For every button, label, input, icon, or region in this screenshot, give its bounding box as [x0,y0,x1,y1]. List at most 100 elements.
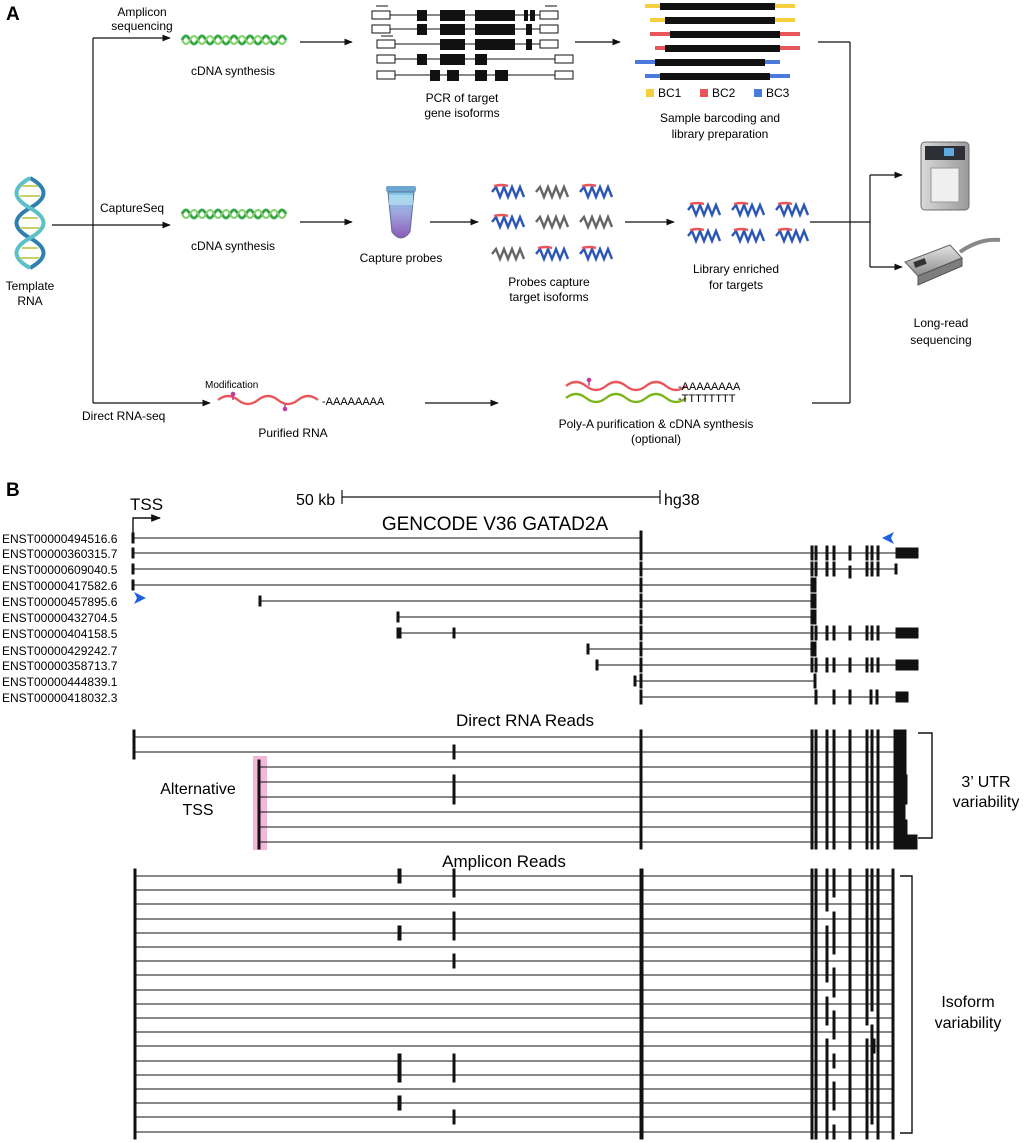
read-exon [876,868,880,884]
amplicon-read-track [133,1109,895,1125]
pcr-label-1: PCR of target [426,91,499,105]
read-exon [891,953,895,969]
barcode-legend: BC1 BC2 BC3 [646,86,790,100]
read-exon [133,939,137,955]
read-exon [825,1010,829,1026]
read-exon [452,1109,456,1125]
transcript-model [639,689,909,705]
amplicon-read-track [133,996,895,1012]
utr-variability-label-1: 3’ UTR [961,774,1010,791]
amplicon-read-track [133,939,895,955]
direct-rna-reads-title: Direct RNA Reads [456,711,594,730]
direct-rna-branch-label: Direct RNA-seq [82,409,165,423]
read-exon [133,896,137,912]
read-exon [639,1109,644,1125]
enriched-label-2: for targets [709,278,763,292]
purified-rna-label: Purified RNA [258,426,327,440]
amplicon-read-track [133,967,895,983]
transcript-model [396,609,817,625]
read-exon [870,953,874,969]
read-exon [810,911,814,927]
read-exon [133,911,137,927]
read-exon [865,967,869,983]
barcoded-library-icon [635,3,800,80]
read-exon [848,967,852,983]
read-track [257,834,918,850]
amplicon-read-track [133,982,895,998]
transcript-model [131,530,643,546]
read-exon [848,982,852,998]
read-exon [810,925,814,941]
read-exon [825,1095,829,1111]
read-exon [870,896,874,912]
read-exon [891,967,895,983]
read-exon [639,982,644,998]
read-exon [832,1010,836,1026]
read-exon [452,911,456,927]
read-exon [810,1067,814,1083]
read-track [257,804,906,820]
read-exon [814,868,818,884]
probes-capture-grid-icon [491,183,614,263]
read-exon [397,1095,402,1111]
read-exon [814,1081,818,1097]
read-exon [814,1053,818,1069]
cdna-synthesis-top-label: cDNA synthesis [191,64,275,78]
read-exon [876,1024,880,1040]
read-exon [825,953,829,969]
amplicon-read-track [133,1124,895,1140]
longread-label-1: Long-read [914,316,969,330]
read-exon [848,1053,852,1069]
read-exon [810,1095,814,1111]
read-exon [832,868,836,884]
transcript-label: ENST00000417582.6 [2,579,118,593]
read-exon [397,925,402,941]
transcript-model [586,641,817,657]
read-exon [876,982,880,998]
read-exon [870,1109,874,1125]
read-exon [133,1053,137,1069]
read-track [257,774,908,790]
read-exon [832,1024,836,1040]
bc3-label: BC3 [766,86,790,100]
transcript-model [131,545,919,561]
read-exon [832,1081,836,1097]
read-exon [814,896,818,912]
capture-probes-label: Capture probes [360,251,443,265]
read-exon [814,1024,818,1040]
transcript-model [258,593,817,609]
read-exon [832,911,836,927]
read-exon [891,1124,895,1140]
read-exon [832,1124,836,1140]
read-exon [848,1010,852,1026]
probes-capture-label-2: target isoforms [509,290,588,304]
read-exon [814,1124,818,1140]
read-exon [814,1038,818,1054]
read-exon [832,1095,836,1111]
read-exon [876,1053,880,1069]
read-exon [133,868,137,884]
template-rna-helix-icon [14,176,46,270]
read-exon [133,967,137,983]
transcript-label: ENST00000418032.3 [2,691,118,705]
read-exon [639,911,644,927]
amplicon-read-track [133,911,895,927]
read-exon [810,868,814,884]
read-exon [814,1095,818,1111]
read-exon [825,882,829,898]
read-exon [870,996,874,1012]
amplicon-read-track [133,882,895,898]
read-exon [876,939,880,955]
read-exon [891,925,895,941]
read-exon [639,953,644,969]
bc1-swatch [646,89,654,97]
polya-purification-icon [565,377,687,404]
read-exon [810,896,814,912]
read-exon [397,868,402,884]
read-exon [848,911,852,927]
read-exon [848,896,852,912]
read-exon [872,1038,876,1054]
read-exon [891,996,895,1012]
read-exon [848,996,852,1012]
read-exon [870,1095,874,1111]
